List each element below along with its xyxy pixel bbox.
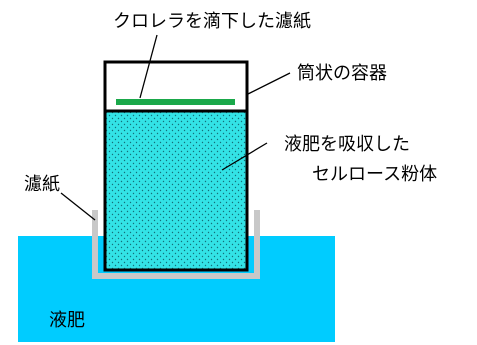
leader-cellulose: [221, 142, 268, 171]
label-cellulose-line2: セルロース粉体: [312, 164, 437, 185]
label-liquid-fertilizer: 液肥: [49, 310, 85, 331]
filter-paper-sheet: [92, 210, 260, 279]
leader-filter-paper: [60, 192, 96, 221]
leader-chlorella: [139, 34, 158, 99]
cellulose-powder-texture: [105, 110, 247, 270]
leader-container: [247, 72, 291, 95]
label-cellulose-line1: 液肥を吸収した: [284, 134, 410, 155]
label-filter-paper: 濾紙: [24, 174, 60, 195]
label-chlorella-filter-paper: クロレラを滴下した濾紙: [113, 11, 311, 32]
label-container: 筒状の容器: [297, 63, 387, 84]
chlorella-filter-paper: [116, 99, 235, 105]
cylindrical-container: [103, 60, 249, 272]
